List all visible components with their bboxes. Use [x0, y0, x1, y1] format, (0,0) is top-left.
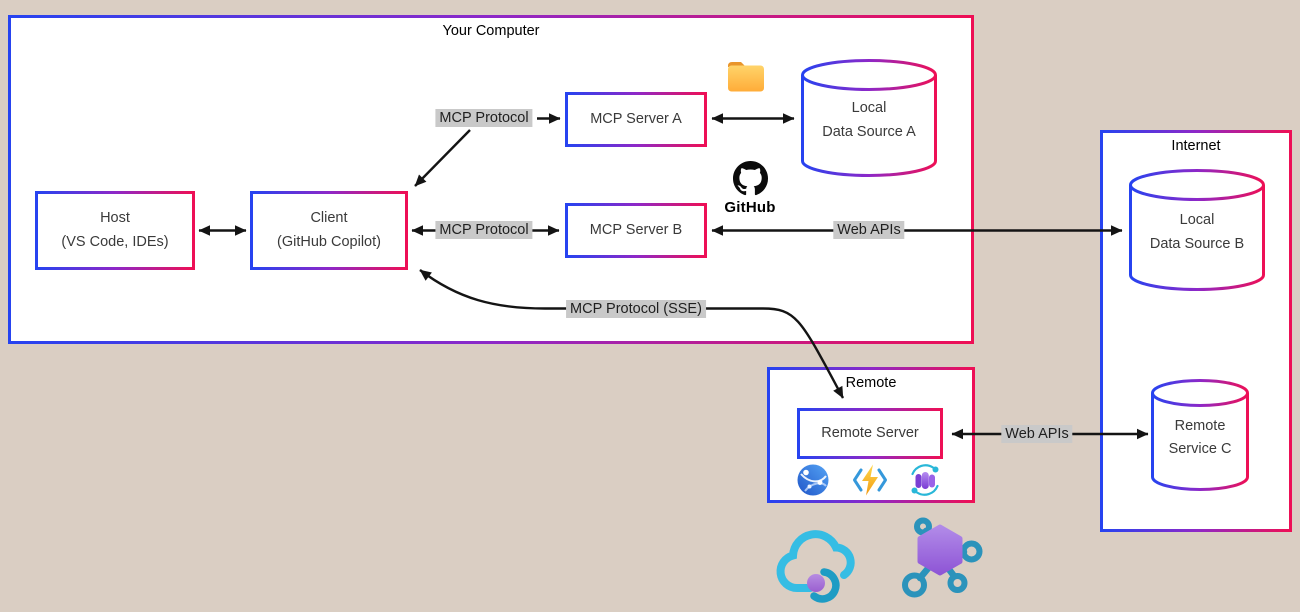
cylinder-b-line1: Local: [1179, 212, 1215, 229]
azure-ai-cloud-icon: [776, 530, 855, 603]
cylinder-local-data-source-b: Local Data Source B: [1128, 168, 1266, 292]
cylinder-b-line2: Data Source B: [1149, 235, 1245, 252]
edge-label-mcp-protocol-sse: MCP Protocol (SSE): [566, 300, 706, 318]
node-mcp-server-a: MCP Server A: [565, 92, 707, 147]
node-mcp-server-b-label: MCP Server B: [589, 221, 683, 238]
azure-functions-icon: [853, 464, 887, 496]
node-remote-server-label: Remote Server: [821, 424, 919, 441]
group-title-remote: Remote: [845, 375, 897, 391]
cylinder-remote-service-c: Remote Service C: [1150, 378, 1250, 493]
cylinder-a-line1: Local: [851, 100, 887, 117]
cylinder-shape: [801, 59, 937, 177]
node-host: Host (VS Code, IDEs): [35, 191, 195, 270]
cylinder-shape: [1129, 169, 1265, 291]
node-client: Client (GitHub Copilot): [250, 191, 408, 270]
folder-icon: [728, 62, 764, 92]
node-host-line2: (VS Code, IDEs): [61, 233, 169, 250]
node-client-line2: (GitHub Copilot): [277, 233, 381, 250]
azure-container-apps-icon: [911, 464, 939, 496]
edge-label-mcp-protocol-b: MCP Protocol: [435, 221, 533, 239]
github-icon: [732, 161, 768, 196]
edge-label-mcp-protocol-a: MCP Protocol: [435, 109, 533, 127]
node-mcp-server-a-label: MCP Server A: [590, 110, 682, 127]
node-host-line1: Host: [100, 210, 130, 227]
network-molecule-icon: [902, 517, 983, 598]
edge-label-web-apis-b: Web APIs: [833, 221, 905, 239]
node-client-line1: Client: [310, 210, 348, 227]
github-badge: GitHub: [718, 161, 782, 216]
cylinder-c-line1: Remote: [1174, 417, 1226, 434]
node-remote-server: Remote Server: [797, 408, 943, 459]
azure-app-service-icon: [797, 464, 829, 496]
cylinder-a-line2: Data Source A: [822, 123, 916, 140]
edge-label-web-apis-c: Web APIs: [1001, 425, 1073, 443]
cylinder-c-line2: Service C: [1168, 440, 1232, 457]
cylinder-local-data-source-a: Local Data Source A: [800, 58, 938, 178]
cylinder-shape: [1151, 379, 1249, 491]
group-title-internet: Internet: [1171, 138, 1221, 154]
group-title-your-computer: Your Computer: [442, 23, 540, 39]
node-mcp-server-b: MCP Server B: [565, 203, 707, 258]
github-label: GitHub: [724, 199, 776, 216]
